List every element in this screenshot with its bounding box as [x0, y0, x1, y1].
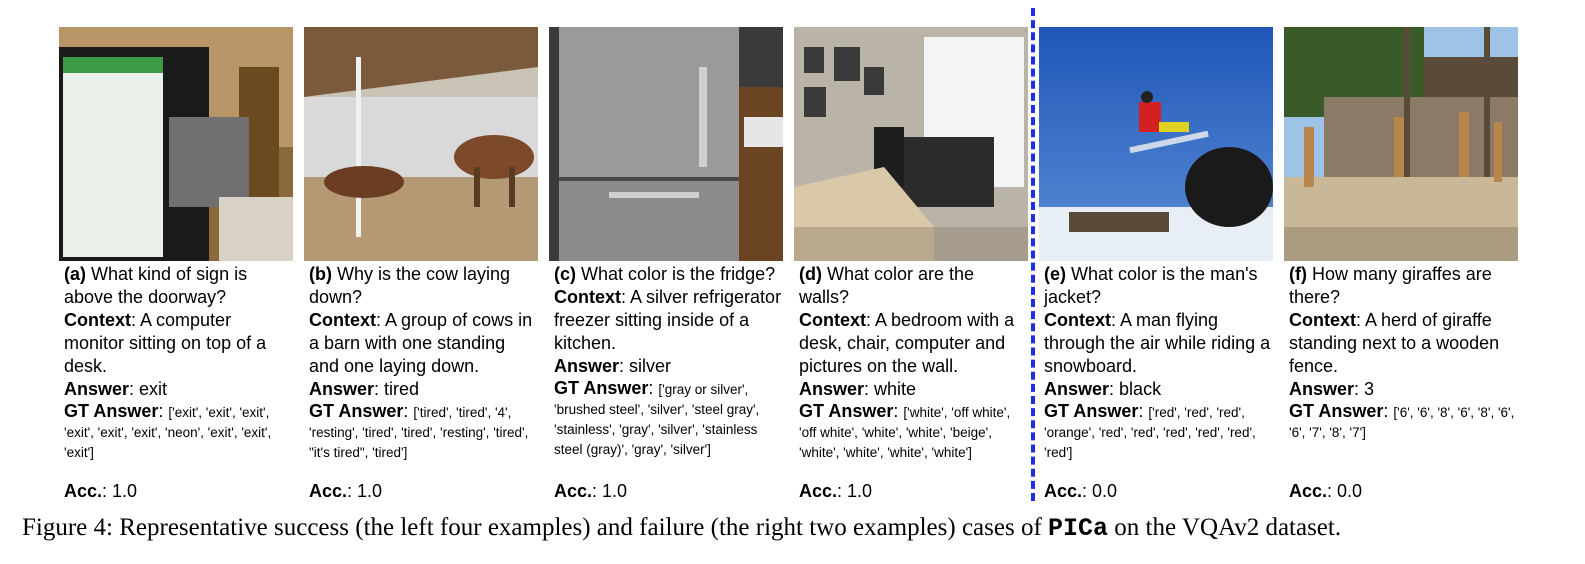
accuracy-c: Acc.: 1.0 [554, 481, 628, 501]
photo-computer-monitor [59, 27, 293, 261]
context: A group of cows in a barn with one stand… [309, 310, 533, 376]
example-label: (f) [1289, 264, 1307, 284]
question: Why is the cow laying down? [309, 264, 511, 307]
accuracy-a: Acc.: 1.0 [64, 481, 138, 501]
gt-label: GT Answer [64, 401, 159, 421]
photo-snowboarder [1039, 27, 1273, 261]
question: What kind of sign is above the doorway? [64, 264, 248, 307]
example-a: (a) What kind of sign is above the doorw… [59, 27, 293, 462]
gt-label: GT Answer [554, 378, 649, 398]
answer-label: Answer [554, 356, 620, 376]
gt-label: GT Answer [1044, 401, 1139, 421]
gt-answers: ['6', '6', '8', '6', '8', '6', '6', '7',… [1289, 405, 1515, 440]
photo-bedroom [794, 27, 1028, 261]
example-d: (d) What color are the walls? Context: A… [794, 27, 1028, 462]
figure-caption: Figure 4: Representative success (the le… [22, 511, 1582, 546]
gt-label: GT Answer [309, 401, 404, 421]
example-e: (e) What color is the man's jacket? Cont… [1039, 27, 1273, 462]
gt-label: GT Answer [799, 401, 894, 421]
example-label: (b) [309, 264, 332, 284]
context-label: Context [309, 310, 376, 330]
gt-answers: ['tired', 'tired', '4', 'resting', 'tire… [309, 405, 529, 460]
photo-cows-barn [304, 27, 538, 261]
photo-giraffes [1284, 27, 1518, 261]
question: What color are the walls? [799, 264, 975, 307]
gt-answers: ['white', 'off white', 'off white', 'whi… [799, 405, 1011, 460]
context: A herd of giraffe standing next to a woo… [1289, 310, 1500, 376]
context: A silver refrigerator freezer sitting in… [554, 287, 782, 353]
accuracy-b: Acc.: 1.0 [309, 481, 383, 501]
gt-label: GT Answer [1289, 401, 1384, 421]
answer: silver [629, 356, 672, 376]
answer: 3 [1364, 379, 1375, 399]
context-label: Context [554, 287, 621, 307]
context-label: Context [1289, 310, 1356, 330]
answer: exit [139, 379, 168, 399]
example-label: (e) [1044, 264, 1066, 284]
caption-prefix: Figure 4: Representative success (the le… [22, 514, 1049, 541]
example-label: (c) [554, 264, 576, 284]
context-label: Context [799, 310, 866, 330]
answer-label: Answer [1289, 379, 1355, 399]
accuracy-e: Acc.: 0.0 [1044, 481, 1118, 501]
question: What color is the fridge? [581, 264, 776, 284]
photo-fridge [549, 27, 783, 261]
question: What color is the man's jacket? [1044, 264, 1258, 307]
context: A computer monitor sitting on top of a d… [64, 310, 267, 376]
example-b: (b) Why is the cow laying down? Context:… [304, 27, 538, 462]
gt-answers: ['exit', 'exit', 'exit', 'exit', 'exit',… [64, 405, 272, 460]
gt-answers: ['gray or silver', 'brushed steel', 'sil… [554, 382, 760, 457]
gt-answers: ['red', 'red', 'red', 'orange', 'red', '… [1044, 405, 1256, 460]
example-label: (d) [799, 264, 822, 284]
context-label: Context [64, 310, 131, 330]
answer: white [874, 379, 917, 399]
caption-method: PICa [1048, 514, 1109, 543]
answer-label: Answer [1044, 379, 1110, 399]
example-f: (f) How many giraffes are there? Context… [1284, 27, 1518, 442]
context: A man flying through the air while ridin… [1044, 310, 1271, 376]
question: How many giraffes are there? [1289, 264, 1492, 307]
answer-label: Answer [64, 379, 130, 399]
answer: tired [384, 379, 420, 399]
context-label: Context [1044, 310, 1111, 330]
answer-label: Answer [799, 379, 865, 399]
context: A bedroom with a desk, chair, computer a… [799, 310, 1015, 376]
success-failure-divider [1031, 8, 1035, 501]
example-label: (a) [64, 264, 86, 284]
answer-label: Answer [309, 379, 375, 399]
accuracy-f: Acc.: 0.0 [1289, 481, 1363, 501]
caption-suffix: on the VQAv2 dataset. [1108, 514, 1342, 541]
example-c: (c) What color is the fridge? Context: A… [549, 27, 783, 459]
accuracy-d: Acc.: 1.0 [799, 481, 873, 501]
answer: black [1119, 379, 1162, 399]
